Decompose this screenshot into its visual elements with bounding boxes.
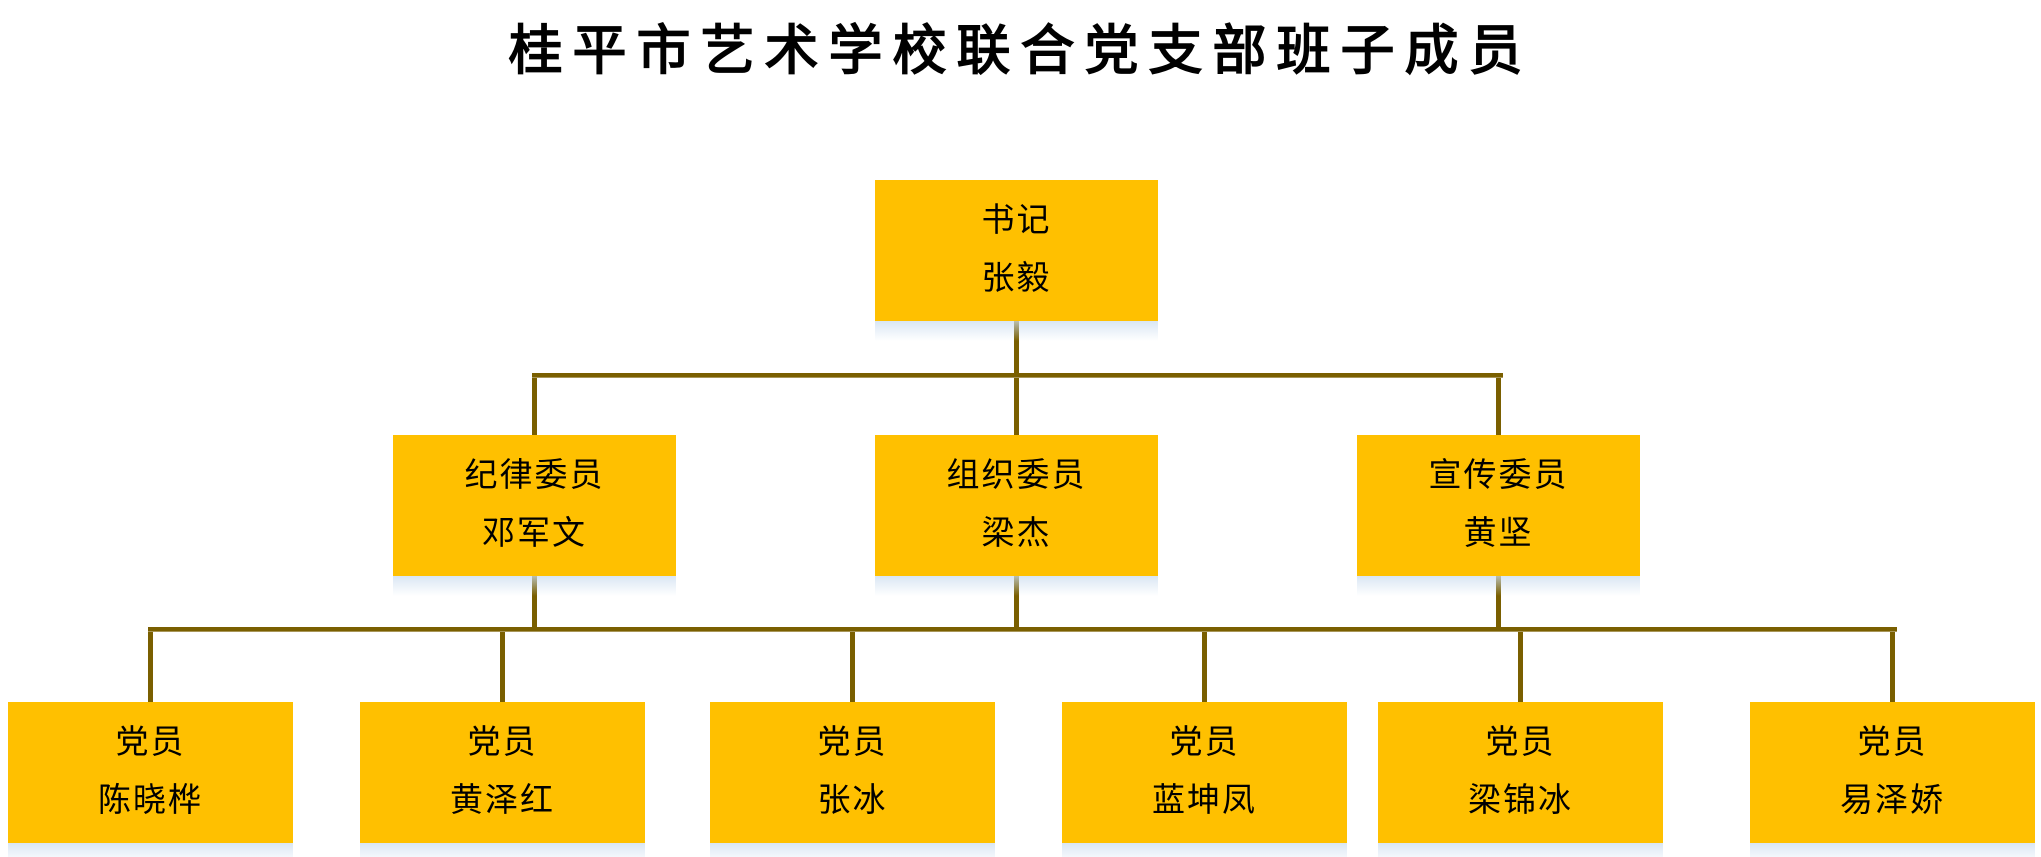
- connector-drop-propaganda: [1496, 378, 1501, 435]
- node-role: 党员: [817, 725, 888, 761]
- connector-drop-member-3: [850, 632, 855, 703]
- org-node-organization-commissioner: 组织委员 梁杰: [875, 435, 1158, 596]
- org-node-member-3: 党员 张冰: [710, 702, 995, 857]
- org-node-propaganda-commissioner: 宣传委员 黄坚: [1357, 435, 1640, 596]
- connector-stem-discipline: [532, 576, 537, 632]
- connector-drop-member-5: [1518, 632, 1523, 703]
- org-node-discipline-commissioner: 纪律委员 邓军文: [393, 435, 676, 596]
- node-role: 党员: [1485, 725, 1556, 761]
- node-person-name: 梁杰: [981, 516, 1052, 552]
- connector-root-stem: [1014, 320, 1019, 378]
- org-node-member-6: 党员 易泽娇: [1750, 702, 2035, 857]
- node-role: 党员: [115, 725, 186, 761]
- node-person-name: 陈晓桦: [98, 783, 203, 819]
- node-role: 党员: [467, 725, 538, 761]
- node-role: 组织委员: [946, 458, 1087, 494]
- connector-drop-member-6: [1890, 632, 1895, 703]
- connector-drop-member-2: [500, 632, 505, 703]
- connector-stem-propaganda: [1496, 576, 1501, 632]
- node-role: 宣传委员: [1428, 458, 1569, 494]
- org-node-member-1: 党员 陈晓桦: [8, 702, 293, 857]
- page-title: 桂平市艺术学校联合党支部班子成员: [508, 21, 1533, 81]
- connector-drop-discipline: [532, 378, 537, 435]
- connector-drop-member-1: [148, 632, 153, 703]
- org-node-member-5: 党员 梁锦冰: [1378, 702, 1663, 857]
- org-node-member-4: 党员 蓝坤凤: [1062, 702, 1347, 857]
- node-person-name: 邓军文: [482, 516, 587, 552]
- org-node-secretary: 书记 张毅: [875, 180, 1158, 341]
- connector-drop-organization: [1014, 378, 1019, 435]
- node-person-name: 黄泽红: [450, 783, 555, 819]
- node-person-name: 蓝坤凤: [1152, 783, 1257, 819]
- org-node-member-2: 党员 黄泽红: [360, 702, 645, 857]
- node-role: 纪律委员: [464, 458, 605, 494]
- node-role: 党员: [1169, 725, 1240, 761]
- node-person-name: 易泽娇: [1840, 783, 1945, 819]
- connector-stem-organization: [1014, 576, 1019, 632]
- node-role: 书记: [981, 203, 1052, 239]
- node-person-name: 张冰: [817, 783, 888, 819]
- node-person-name: 张毅: [981, 261, 1052, 297]
- connector-level3-rail: [148, 627, 1897, 632]
- connector-drop-member-4: [1202, 632, 1207, 703]
- connector-level2-rail: [532, 373, 1503, 378]
- node-person-name: 黄坚: [1463, 516, 1534, 552]
- node-role: 党员: [1857, 725, 1928, 761]
- node-person-name: 梁锦冰: [1468, 783, 1573, 819]
